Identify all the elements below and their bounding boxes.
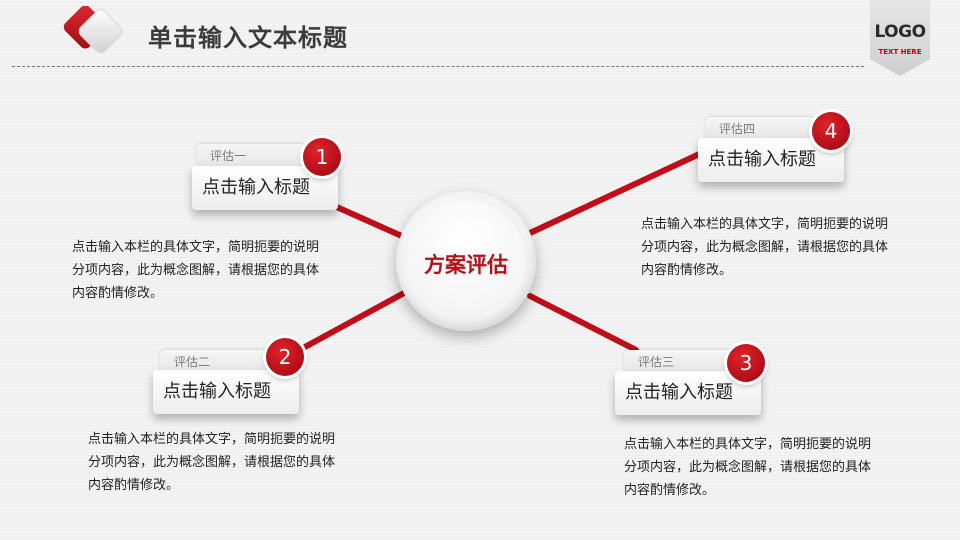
node-1-description[interactable]: 点击输入本栏的具体文字，简明扼要的说明分项内容，此为概念图解，请根据您的具体内容… [72,240,320,301]
header-divider [12,66,864,67]
hub-label: 方案评估 [424,253,508,277]
logo-badge [870,0,930,76]
connector-3 [527,293,639,353]
logo-text: LOGO [874,22,926,42]
connector-2 [289,290,407,357]
page-title: 单击输入文本标题 [148,24,348,52]
node-4-number-badge: 4 [812,112,850,150]
hub-inner [406,201,526,321]
logo-subtext: TEXT HERE [878,48,922,56]
header-diamond-icon [63,6,123,54]
node-2-description[interactable]: 点击输入本栏的具体文字，简明扼要的说明分项内容，此为概念图解，请根据您的具体内容… [88,432,336,493]
node-1-tag: 评估一 [196,144,306,170]
node-4-description[interactable]: 点击输入本栏的具体文字，简明扼要的说明分项内容，此为概念图解，请根据您的具体内容… [641,217,889,278]
node-1-number-badge: 1 [303,138,341,176]
node-3-description[interactable]: 点击输入本栏的具体文字，简明扼要的说明分项内容，此为概念图解，请根据您的具体内容… [624,437,872,498]
node-3-number-badge: 3 [727,344,765,382]
node-4-title[interactable]: 点击输入标题 [698,138,844,182]
node-2-number-badge: 2 [266,338,304,376]
hub-circle: 方案评估 [396,191,536,331]
connector-4 [527,147,711,236]
connector-1 [327,201,407,240]
node-2-title[interactable]: 点击输入标题 [153,370,299,414]
